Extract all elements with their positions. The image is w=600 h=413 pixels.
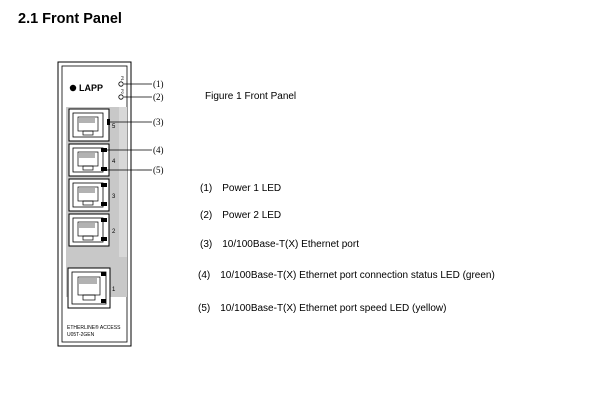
description-item-5: (5) 10/100Base-T(X) Ethernet port speed L… [198, 303, 446, 314]
port-number-2: 2 [112, 229, 116, 235]
led-mark-p2: P2 [120, 89, 125, 95]
section-heading: 2.1 Front Panel [18, 11, 122, 27]
lapp-logo-icon [69, 84, 77, 92]
description-item-2: (2) Power 2 LED [200, 210, 281, 221]
ethernet-port-5-icon [68, 108, 110, 142]
power2-led-icon [118, 94, 124, 100]
port-number-4: 4 [112, 159, 116, 165]
callout-label-3: (3) [153, 117, 164, 127]
description-number: (5) [198, 303, 211, 314]
description-item-3: (3) 10/100Base-T(X) Ethernet port [200, 239, 359, 250]
description-text: 10/100Base-T(X) Ethernet port speed LED … [220, 303, 447, 314]
port-number-5: 5 [112, 124, 116, 130]
ethernet-port-2-icon [68, 213, 110, 247]
description-item-1: (1) Power 1 LED [200, 183, 281, 194]
description-number: (3) [200, 239, 213, 250]
led-mark-p1: P1 [120, 76, 125, 82]
description-number: (2) [200, 210, 213, 221]
port-number-1: 1 [112, 287, 116, 293]
brand-logo: LAPP [79, 83, 103, 93]
callout-label-5: (5) [153, 165, 164, 175]
description-text: 10/100Base-T(X) Ethernet port connection… [220, 270, 495, 281]
description-number: (1) [200, 183, 213, 194]
description-text: Power 2 LED [222, 210, 282, 221]
ethernet-port-3-icon [68, 178, 110, 212]
power1-led-icon [118, 81, 124, 87]
description-item-4: (4) 10/100Base-T(X) Ethernet port connect… [198, 270, 495, 281]
port-number-3: 3 [112, 194, 116, 200]
callout-label-4: (4) [153, 145, 164, 155]
device-label-line1: ETHERLINE® ACCESS [67, 324, 121, 331]
callout-label-2: (2) [153, 92, 164, 102]
description-text: Power 1 LED [222, 183, 282, 194]
description-text: 10/100Base-T(X) Ethernet port [222, 239, 359, 250]
description-number: (4) [198, 270, 211, 281]
figure-caption: Figure 1 Front Panel [205, 91, 297, 102]
port-backplate-right [119, 107, 127, 257]
callout-label-1: (1) [153, 79, 164, 89]
device-label-line2: U05T-2GEN [67, 332, 95, 338]
ethernet-port-1-icon [67, 267, 111, 309]
ethernet-port-4-icon [68, 143, 110, 177]
